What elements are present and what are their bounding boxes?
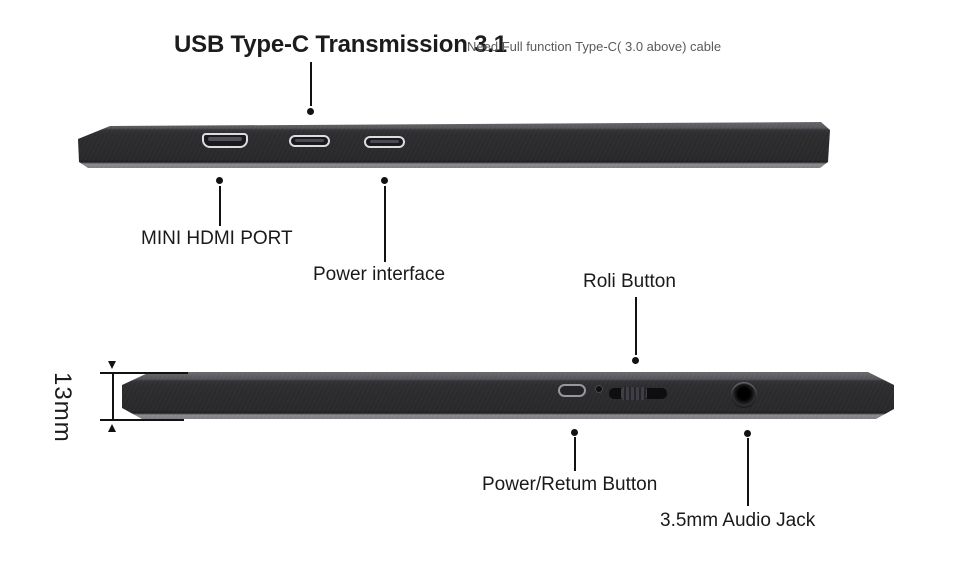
port-pin-strip	[208, 137, 242, 141]
label-power-return-button: Power/Retum Button	[482, 474, 658, 495]
label-roli-button: Roli Button	[583, 271, 676, 292]
roll-wheel-button	[609, 387, 667, 400]
dimension-arrow-up-icon	[108, 424, 116, 432]
usb-c-port-1	[289, 135, 330, 147]
callout-line-mini-hdmi	[219, 186, 221, 226]
cable-note: Need Full function Type-C( 3.0 above) ca…	[467, 39, 722, 54]
callout-dot-audio-jack	[744, 430, 751, 437]
callout-dot-power-return	[571, 429, 578, 436]
dimension-tick-top	[100, 372, 188, 374]
label-audio-jack: 3.5mm Audio Jack	[660, 510, 816, 531]
callout-line-usb-c	[310, 62, 312, 106]
audio-jack-port	[731, 382, 757, 408]
power-return-button	[558, 384, 586, 397]
device-bottom-edge-view	[122, 372, 894, 419]
mini-hdmi-port	[202, 133, 248, 148]
port-pin-strip	[370, 140, 399, 143]
audio-jack-hole	[739, 390, 749, 400]
callout-line-power-return	[574, 437, 576, 471]
page-title: USB Type-C Transmission 3.1	[174, 31, 507, 58]
callout-dot-roli-button	[632, 357, 639, 364]
callout-dot-usb-c	[307, 108, 314, 115]
port-pin-strip	[295, 139, 324, 142]
callout-line-audio-jack	[747, 438, 749, 506]
label-thickness-13mm: 13mm	[49, 372, 76, 443]
callout-dot-power-interface	[381, 177, 388, 184]
dimension-tick-bottom	[100, 419, 184, 421]
callout-line-roli-button	[635, 297, 637, 355]
callout-line-power-interface	[384, 186, 386, 262]
usb-c-port-2	[364, 136, 405, 148]
label-power-interface: Power interface	[313, 264, 446, 285]
device-top-edge-view	[78, 122, 830, 168]
roll-wheel-knurl	[621, 387, 647, 400]
callout-dot-mini-hdmi	[216, 177, 223, 184]
dimension-arrow-down-icon	[108, 361, 116, 369]
led-indicator	[596, 386, 602, 392]
label-mini-hdmi-port: MINI HDMI PORT	[141, 228, 293, 249]
dimension-line-vertical	[112, 372, 114, 420]
